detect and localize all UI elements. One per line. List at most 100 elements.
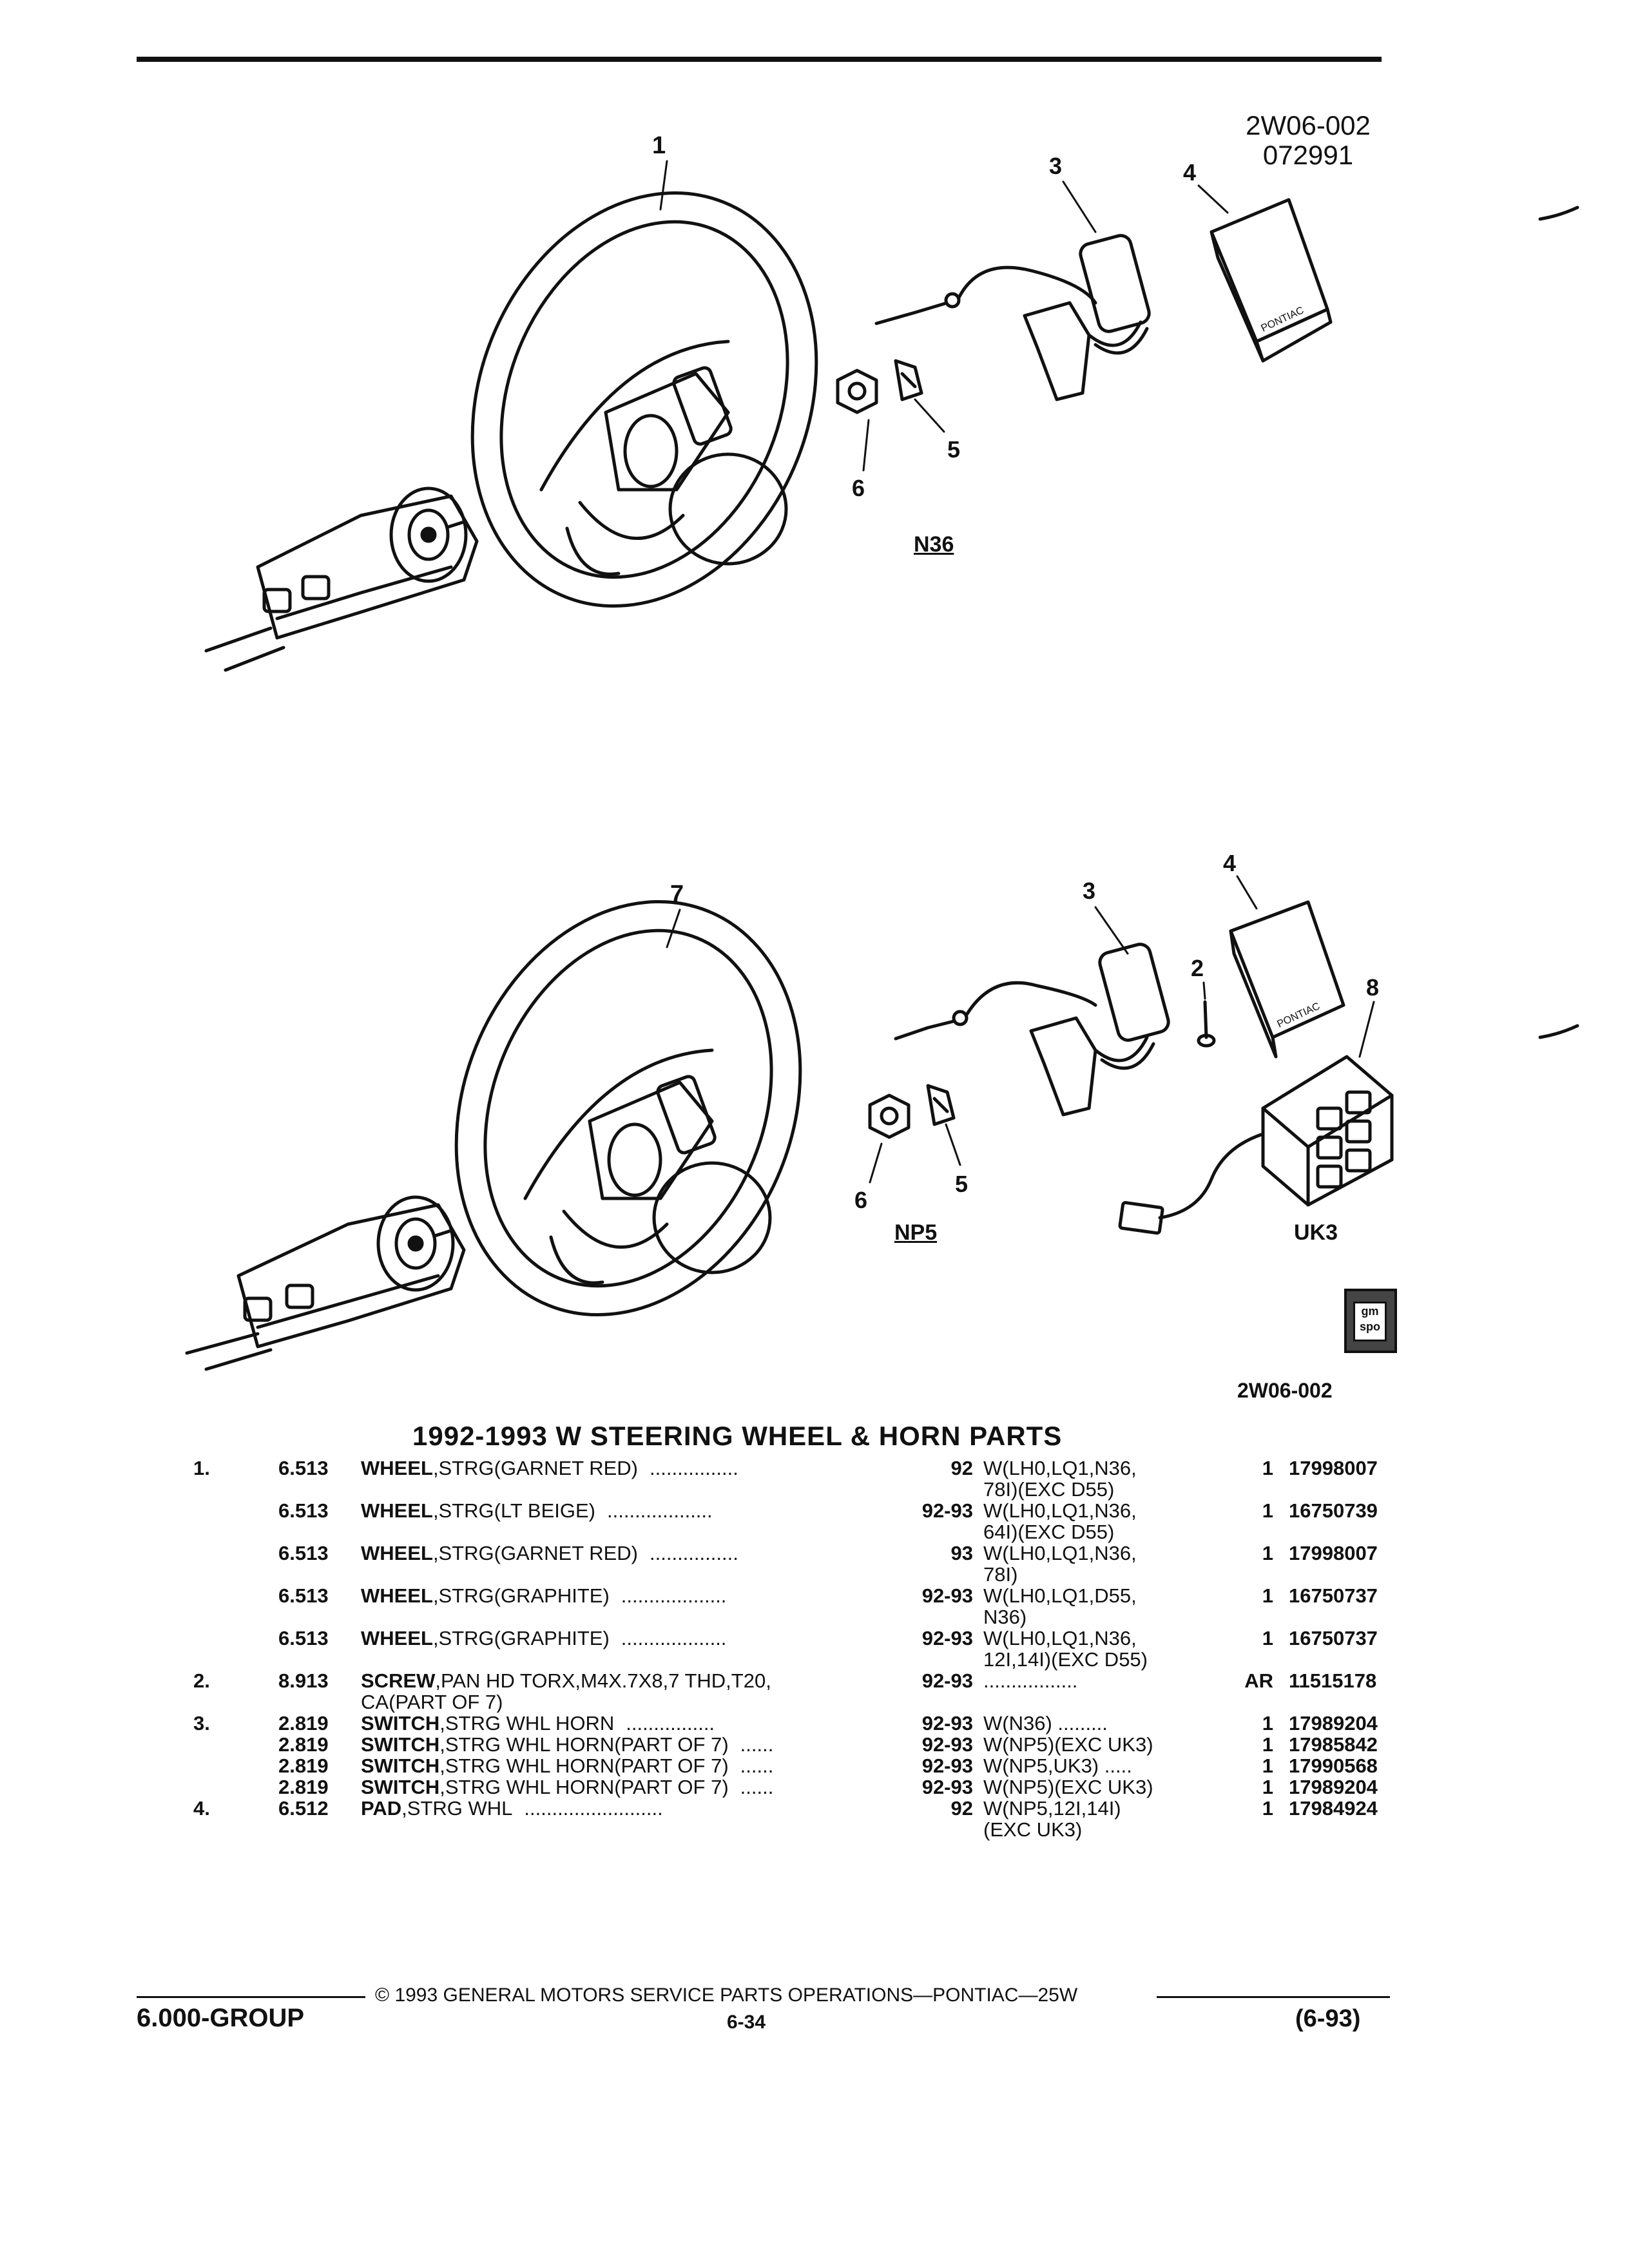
part-number: 16750737 [1289, 1584, 1378, 1607]
part-number: 17985842 [1289, 1733, 1378, 1756]
callout-8-bottom: 8 [1366, 974, 1379, 1001]
item-number: 3. [193, 1712, 210, 1735]
part-number: 16750737 [1289, 1627, 1378, 1649]
footer-rule-left [137, 1996, 365, 1998]
quantity: 1 [1262, 1754, 1273, 1777]
bottom-steering-wheel [454, 899, 802, 1317]
top-horn-switch [874, 234, 1151, 401]
description: SWITCH,STRG WHL HORN(PART OF 7)...... [361, 1755, 902, 1776]
model-years: 92-93 [921, 1733, 973, 1756]
usage-line: W(LH0,LQ1,D55, [983, 1584, 1137, 1607]
item-number [193, 1734, 278, 1755]
group-number: 2.819 [278, 1733, 329, 1756]
footer-copyright: © 1993 GENERAL MOTORS SERVICE PARTS OPER… [375, 1984, 1078, 2006]
usage-line-continued: (EXC UK3) [983, 1818, 1083, 1841]
usage-line-continued: 78I)(EXC D55) [983, 1478, 1115, 1501]
part-name: SWITCH [361, 1755, 440, 1776]
usage-line: W(LH0,LQ1,N36, [983, 1627, 1137, 1649]
leader-dots: ................... [607, 1500, 713, 1522]
variant-label-top: N36 [914, 532, 954, 557]
part-name: SWITCH [361, 1776, 440, 1798]
part-name: WHEEL [361, 1585, 433, 1607]
item-number [193, 1755, 278, 1776]
part-description-continued: CA(PART OF 7) [361, 1691, 503, 1713]
group-number: 6.513 [278, 1457, 329, 1479]
usage: W(N36) ......... [983, 1713, 1228, 1734]
bottom-uk3-switch [1118, 1055, 1394, 1235]
callout-2-bottom: 2 [1191, 955, 1204, 981]
top-horn-pad: PONTIAC [1210, 198, 1333, 363]
reference-code-date: 072991 [1262, 140, 1354, 170]
item-number [193, 1628, 278, 1670]
model-years: 92 [950, 1457, 973, 1479]
part-number: 17984924 [1289, 1797, 1378, 1820]
callout-6-bottom: 6 [854, 1187, 867, 1213]
gm-spo-logo-mark: gm spo [1353, 1302, 1387, 1341]
part-name: WHEEL [361, 1500, 433, 1522]
quantity: 1 [1262, 1776, 1273, 1798]
group-number: 2.819 [278, 1776, 329, 1798]
group-number: 6.513 [278, 1584, 329, 1607]
description: PAD,STRG WHL......................... [361, 1798, 902, 1840]
diagram-code-bottom: 2W06-002 [1237, 1379, 1333, 1402]
part-name: WHEEL [361, 1457, 433, 1479]
usage: W(NP5,UK3) ..... [983, 1755, 1228, 1776]
item-number [193, 1776, 278, 1798]
usage-line-continued: N36) [983, 1606, 1027, 1628]
section-title: 1992-1993 W STEERING WHEEL & HORN PARTS [412, 1421, 1063, 1451]
usage-line: W(LH0,LQ1,N36, [983, 1499, 1137, 1522]
callout-3-top: 3 [1049, 153, 1062, 179]
bottom-horn-switch [894, 943, 1170, 1117]
description: SCREW,PAN HD TORX,M4X.7X8,7 THD,T20,CA(P… [361, 1670, 902, 1713]
leader-dots: ...... [740, 1776, 774, 1798]
footer-group: 6.000-GROUP [137, 2004, 305, 2032]
callout-7-bottom: 7 [670, 881, 684, 908]
leader-dots: ......................... [524, 1798, 663, 1820]
top-nut-and-clip [836, 359, 923, 414]
quantity: 1 [1262, 1733, 1273, 1756]
quantity: 1 [1262, 1712, 1273, 1735]
callout-5-bottom: 5 [955, 1171, 968, 1197]
quantity: 1 [1262, 1499, 1273, 1522]
usage-line: W(N36) ......... [983, 1712, 1108, 1735]
quantity: 1 [1262, 1457, 1273, 1479]
part-description: ,STRG(GRAPHITE) [432, 1628, 610, 1649]
leader-dots: ................ [650, 1542, 738, 1564]
part-number: 11515178 [1289, 1669, 1377, 1692]
part-name: WHEEL [361, 1542, 433, 1564]
quantity: 1 [1262, 1542, 1273, 1564]
model-years: 92-93 [921, 1584, 973, 1607]
part-number: 16750739 [1289, 1499, 1378, 1522]
usage-line: ................. [983, 1669, 1078, 1692]
usage: ................. [983, 1670, 1228, 1713]
usage: W(LH0,LQ1,N36,78I)(EXC D55) [983, 1457, 1228, 1500]
model-years: 92-93 [921, 1499, 973, 1522]
bottom-horn-pad: PONTIAC [1229, 900, 1345, 1059]
reference-code: 2W06-002 072991 [1211, 111, 1405, 170]
group-number: 2.819 [278, 1754, 329, 1777]
quantity: 1 [1262, 1797, 1273, 1820]
leader-dots: ...... [740, 1734, 774, 1755]
gm-spo-logo: gm spo [1344, 1289, 1397, 1353]
quantity: AR [1244, 1669, 1273, 1692]
item-number [193, 1500, 278, 1542]
part-description: ,STRG(GRAPHITE) [432, 1585, 610, 1607]
part-description: ,STRG(GARNET RED) [432, 1457, 638, 1479]
callout-4-top: 4 [1183, 159, 1196, 186]
item-number: 1. [193, 1457, 210, 1479]
callout-3-bottom: 3 [1083, 878, 1095, 904]
model-years: 92 [950, 1797, 973, 1820]
group-number: 6.513 [278, 1627, 329, 1649]
usage: W(LH0,LQ1,D55,N36) [983, 1585, 1228, 1628]
callout-1-top: 1 [652, 132, 666, 159]
leader-dots: ................ [650, 1457, 738, 1479]
callout-4-bottom: 4 [1223, 850, 1236, 876]
leader-dots: ................ [626, 1713, 715, 1734]
